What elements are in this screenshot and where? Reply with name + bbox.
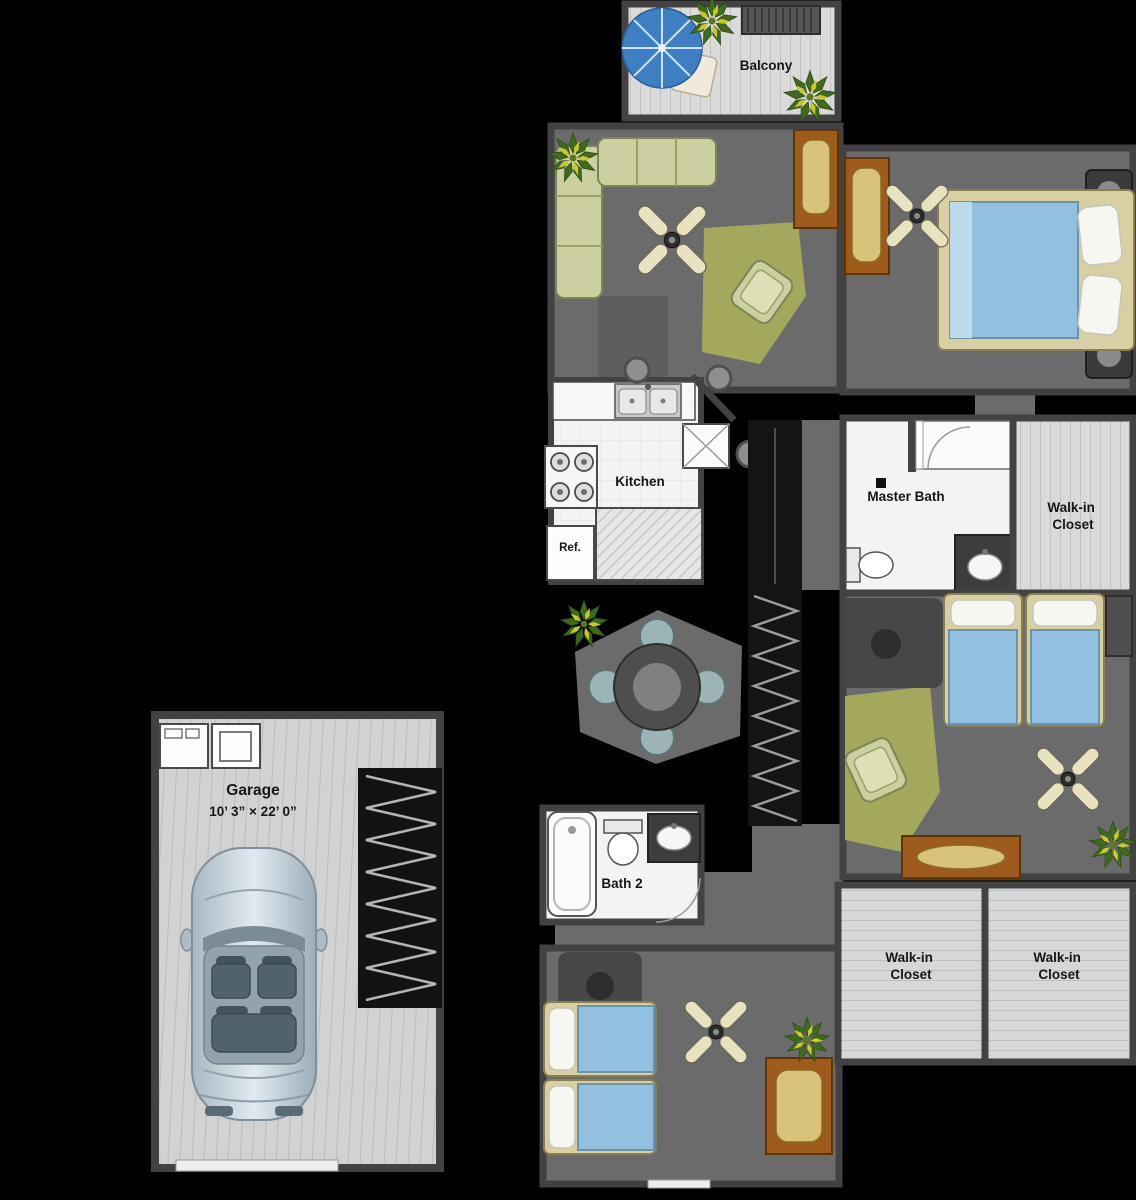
master-bed: [937, 189, 1135, 351]
balcony: Balcony: [621, 0, 842, 122]
garage-dimensions: 10’ 3” × 22’ 0”: [209, 804, 296, 819]
walkin-closet-right-label: Walk-in Closet: [1033, 950, 1084, 982]
car: [180, 847, 328, 1121]
staircase-main: [748, 420, 802, 826]
living-room: [547, 122, 844, 394]
staircase-garage: [358, 768, 442, 1008]
media-cabinet: [793, 129, 839, 229]
door: [647, 1179, 711, 1189]
bath2-label: Bath 2: [601, 876, 642, 891]
master-bedroom: [839, 144, 1136, 396]
dresser: [765, 1057, 833, 1155]
garage-door: [175, 1159, 339, 1172]
bathtub: [547, 811, 597, 917]
balcony-label: Balcony: [740, 58, 793, 73]
refrigerator-label: Ref.: [559, 542, 581, 554]
sofa: [555, 137, 717, 299]
wall-column: [876, 478, 886, 488]
garage: Garage 10’ 3” × 22’ 0”: [151, 711, 444, 1172]
twin-bed: [943, 593, 1023, 727]
kitchen-sink: [614, 383, 682, 419]
vanity-sink: [954, 534, 1016, 594]
kitchen-label: Kitchen: [615, 474, 665, 489]
desk: [845, 598, 943, 688]
vanity-sink: [647, 813, 701, 863]
walkin-closet-master-label: Walk-in Closet: [1047, 500, 1098, 532]
bar-stool: [623, 356, 651, 384]
master-bath-label: Master Bath: [867, 489, 944, 504]
bedroom-2: [839, 589, 1136, 881]
twin-bed: [1025, 593, 1105, 727]
patio-umbrella-icon: [621, 7, 703, 89]
balcony-bench: [741, 5, 821, 35]
dining-area: [559, 599, 742, 764]
wall-segment: [908, 418, 916, 472]
twin-bed: [543, 1079, 657, 1155]
shower: [915, 420, 1013, 470]
door-arc: [655, 877, 701, 923]
walkin-closet-left-label: Walk-in Closet: [885, 950, 936, 982]
car-windshield: [203, 926, 305, 952]
refrigerator: Ref.: [546, 525, 595, 581]
dresser: [844, 157, 890, 275]
walkin-closet-master: Walk-in Closet: [1009, 414, 1136, 597]
bar-stool: [705, 364, 733, 392]
stove: [544, 445, 598, 509]
armchair: [844, 737, 907, 803]
kitchen-island: [682, 423, 730, 469]
walkin-closet-left: Walk-in Closet: [834, 881, 989, 1066]
bath-2: Bath 2: [539, 804, 705, 926]
walkin-closet-right: Walk-in Closet: [981, 881, 1136, 1066]
washer: [159, 723, 209, 769]
dresser: [901, 835, 1021, 879]
armchair: [730, 260, 794, 324]
dining-table: [613, 643, 701, 731]
toilet: [845, 547, 894, 583]
twin-bed: [543, 1001, 657, 1077]
dryer: [211, 723, 261, 769]
toilet: [603, 819, 643, 866]
kitchen: Ref. Kitchen: [544, 356, 765, 585]
nightstand: [1105, 595, 1133, 657]
car-seats: [211, 956, 297, 1053]
bedroom-3: [539, 944, 843, 1189]
garage-label: Garage: [226, 782, 280, 799]
master-bath: Master Bath: [839, 414, 1019, 597]
door-arc: [927, 426, 971, 470]
desk: [558, 952, 642, 1012]
kitchen-counter: [595, 507, 703, 581]
